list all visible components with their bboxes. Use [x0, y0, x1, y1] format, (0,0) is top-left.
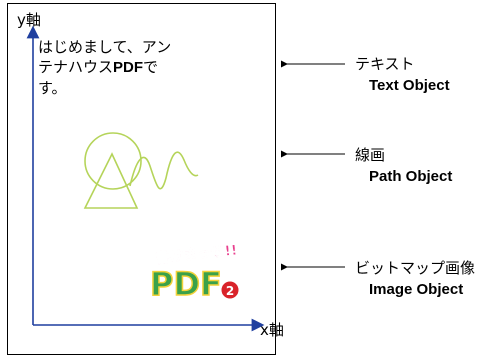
pdf-page-frame: [7, 3, 276, 355]
sample-text-line-2: テナハウスPDFで: [38, 58, 159, 76]
sample-text-line-3: す。: [38, 79, 67, 97]
drawing-wave-curve: [129, 151, 199, 190]
logo-main-text: PDF: [150, 265, 222, 303]
y-axis-label: y軸: [17, 11, 41, 29]
x-axis-label: x軸: [260, 321, 284, 339]
callout-jp-label: テキスト: [355, 55, 415, 73]
callout-jp-label: ビットマップ画像: [355, 259, 476, 277]
logo-badge-circle: [220, 280, 240, 300]
callout-en-label: Path Object: [369, 168, 453, 185]
drawing-triangle: [83, 152, 139, 209]
sample-text-block: はじめまして、アン テナハウスPDFで す。: [38, 37, 198, 98]
callout-text-object: テキスト Text Object: [355, 55, 450, 95]
callout-en-label: Image Object: [369, 281, 464, 298]
logo-badge-number: 2: [226, 284, 234, 298]
drawing-circle: [84, 132, 142, 190]
callout-image-object: ビットマップ画像 Image Object: [355, 259, 475, 299]
sample-text-line-1: はじめまして、アン: [38, 38, 172, 56]
callout-path-object: 線画 Path Object: [355, 146, 452, 186]
callout-en-label: Text Object: [369, 77, 450, 94]
callout-jp-label: 線画: [355, 146, 386, 164]
